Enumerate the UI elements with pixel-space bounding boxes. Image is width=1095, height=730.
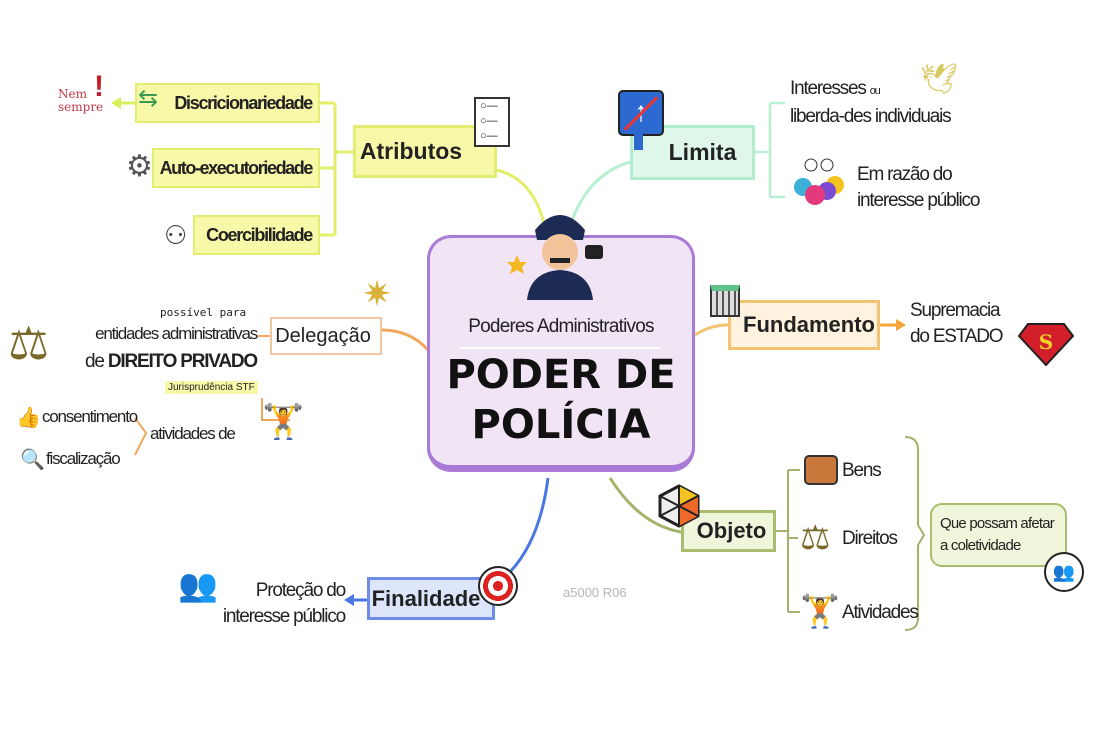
checklist-icon: ○—○—○—	[474, 97, 510, 147]
item-label: Discricionariedade	[174, 92, 313, 113]
diverse-people-icon	[793, 155, 848, 205]
item-label: Coercibilidade	[206, 224, 313, 245]
objeto-note-box[interactable]: Que possam afetar a coletividade	[930, 503, 1067, 567]
center-title-line1: PODER DE	[446, 352, 676, 398]
line2: interesse público	[222, 606, 346, 627]
node-delegacao[interactable]: Delegação	[270, 317, 382, 355]
objeto-item-direitos: Direitos	[842, 528, 898, 549]
svg-text:S: S	[1039, 330, 1053, 354]
node-finalidade[interactable]: Finalidade	[367, 577, 495, 620]
finalidade-target: Proteção do interesse público	[222, 578, 346, 630]
wallet-icon	[804, 455, 838, 485]
line2: do ESTADO	[910, 326, 1004, 347]
item-label: Auto-executoriedade	[159, 157, 314, 178]
scales-of-justice-icon: ⚖	[8, 317, 50, 369]
center-divider	[460, 347, 660, 349]
node-label: Limita	[668, 139, 737, 165]
note-text: Que possam afetar a coletividade	[940, 515, 1055, 554]
thumbs-up-icon: 👍	[16, 407, 41, 429]
signpost-icon: ⇆	[138, 85, 159, 112]
line2: liberda-des individuais	[790, 106, 952, 127]
hexagon-cube-icon	[657, 484, 701, 528]
atividades-de: atividades de	[150, 424, 236, 443]
target-icon	[478, 566, 518, 606]
item-consentimento: consentimento	[42, 407, 138, 426]
node-fundamento[interactable]: Fundamento	[728, 300, 880, 350]
note-nem-sempre: Nem sempre	[58, 87, 104, 114]
node-atributos[interactable]: Atributos	[353, 125, 497, 178]
center-subtitle: Poderes Administrativos	[468, 316, 654, 337]
no-entry-road-sign-icon: ↑	[618, 90, 664, 136]
objeto-item-bens: Bens	[842, 460, 882, 481]
node-label: Objeto	[696, 518, 767, 543]
small-word: ou	[869, 85, 881, 97]
greek-column-icon	[710, 285, 740, 317]
police-officer-icon	[505, 200, 615, 300]
scales-icon: ⚖	[800, 519, 831, 557]
jurisprudencia-tag: Jurisprudência STF	[165, 381, 258, 394]
superman-logo-icon: S	[1018, 322, 1074, 366]
delegacao-line2: de DIREITO PRIVADO	[85, 349, 258, 375]
exclamation-icon: !	[94, 70, 104, 103]
line1: Proteção do	[255, 580, 346, 601]
line1: Em razão do	[857, 164, 953, 185]
item-discricionariedade[interactable]: Discricionariedade	[135, 83, 320, 123]
node-label: Finalidade	[371, 585, 481, 611]
bold-text: DIREITO PRIVADO	[107, 351, 258, 372]
limita-item-2: Em razão do interesse público	[857, 162, 980, 214]
prefix: de	[85, 351, 105, 372]
line2: interesse público	[857, 190, 980, 211]
sheriff-star-icon: ✷	[362, 273, 393, 314]
community-target-icon: 👥	[1044, 552, 1084, 592]
objeto-item-atividades: Atividades	[842, 602, 919, 623]
node-label: Atributos	[359, 138, 463, 164]
limita-item-1: Interesses ou liberda-des individuais	[790, 76, 952, 130]
crowd-shield-icon: 👥	[178, 567, 218, 603]
inspector-icon: 🔍	[20, 449, 45, 471]
node-label: Delegação	[275, 324, 371, 347]
weightlifter-icon: 🏋	[800, 593, 840, 629]
item-fiscalizacao: fiscalização	[46, 449, 121, 468]
item-coercibilidade[interactable]: Coercibilidade	[193, 215, 320, 255]
flying-bird-icon: 🕊	[920, 63, 959, 96]
line1: Supremacia	[910, 300, 1001, 321]
delegacao-pre: possível para	[160, 306, 247, 319]
center-title-line2: POLÍCIA	[471, 402, 651, 448]
weightlifter-icon: 🏋	[262, 403, 305, 441]
line1: Interesses	[790, 78, 867, 99]
delegacao-line1: entidades administrativas	[95, 324, 258, 343]
sign-post	[634, 134, 643, 150]
watermark: a5000 R06	[563, 585, 627, 600]
node-label: Fundamento	[743, 312, 875, 337]
item-auto-executoriedade[interactable]: Auto-executoriedade	[152, 148, 320, 188]
gear-icon: ⚙	[126, 150, 153, 183]
fundamento-target: Supremacia do ESTADO	[910, 298, 1004, 350]
people-pushing-icon: ⚇	[164, 220, 188, 250]
